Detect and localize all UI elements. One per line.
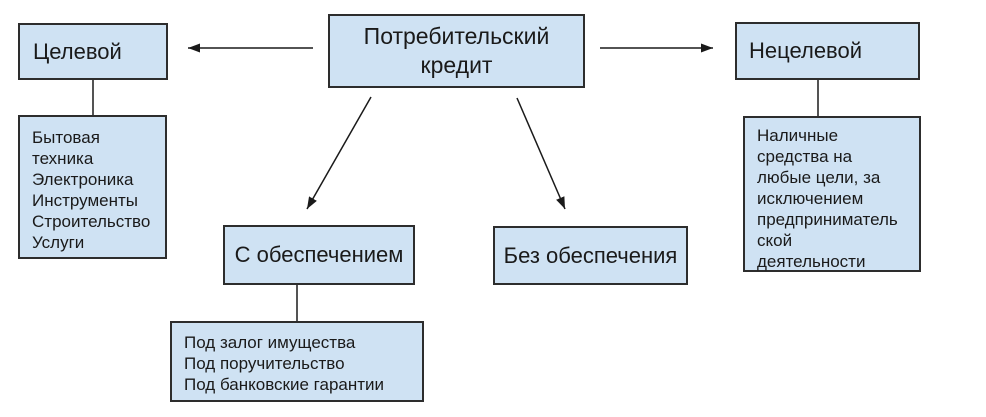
node-non-targeted: Нецелевой [735, 22, 920, 80]
node-targeted-label: Целевой [33, 38, 122, 64]
node-targeted-details-text: Бытовая техника Электроника Инструменты … [32, 128, 151, 252]
arrow-root-to-unsecured [516, 97, 566, 210]
node-secured: С обеспечением [223, 225, 415, 285]
node-secured-details-text: Под залог имущества Под поручительство П… [184, 333, 385, 394]
node-targeted-details: Бытовая техника Электроника Инструменты … [18, 115, 167, 259]
node-unsecured: Без обеспечения [493, 226, 688, 285]
node-consumer-credit: Потребительский кредит [328, 14, 585, 88]
node-secured-label: С обеспечением [234, 242, 404, 267]
node-non-targeted-details: Наличные средства на любые цели, за искл… [743, 116, 921, 272]
node-secured-details: Под залог имущества Под поручительство П… [170, 321, 424, 402]
node-unsecured-label: Без обеспечения [503, 242, 678, 268]
node-non-targeted-details-text: Наличные средства на любые цели, за искл… [757, 126, 898, 271]
arrow-root-to-secured [306, 96, 372, 210]
node-targeted: Целевой [18, 23, 168, 80]
node-non-targeted-label: Нецелевой [749, 38, 863, 63]
node-consumer-credit-label: Потребительский кредит [363, 23, 550, 78]
